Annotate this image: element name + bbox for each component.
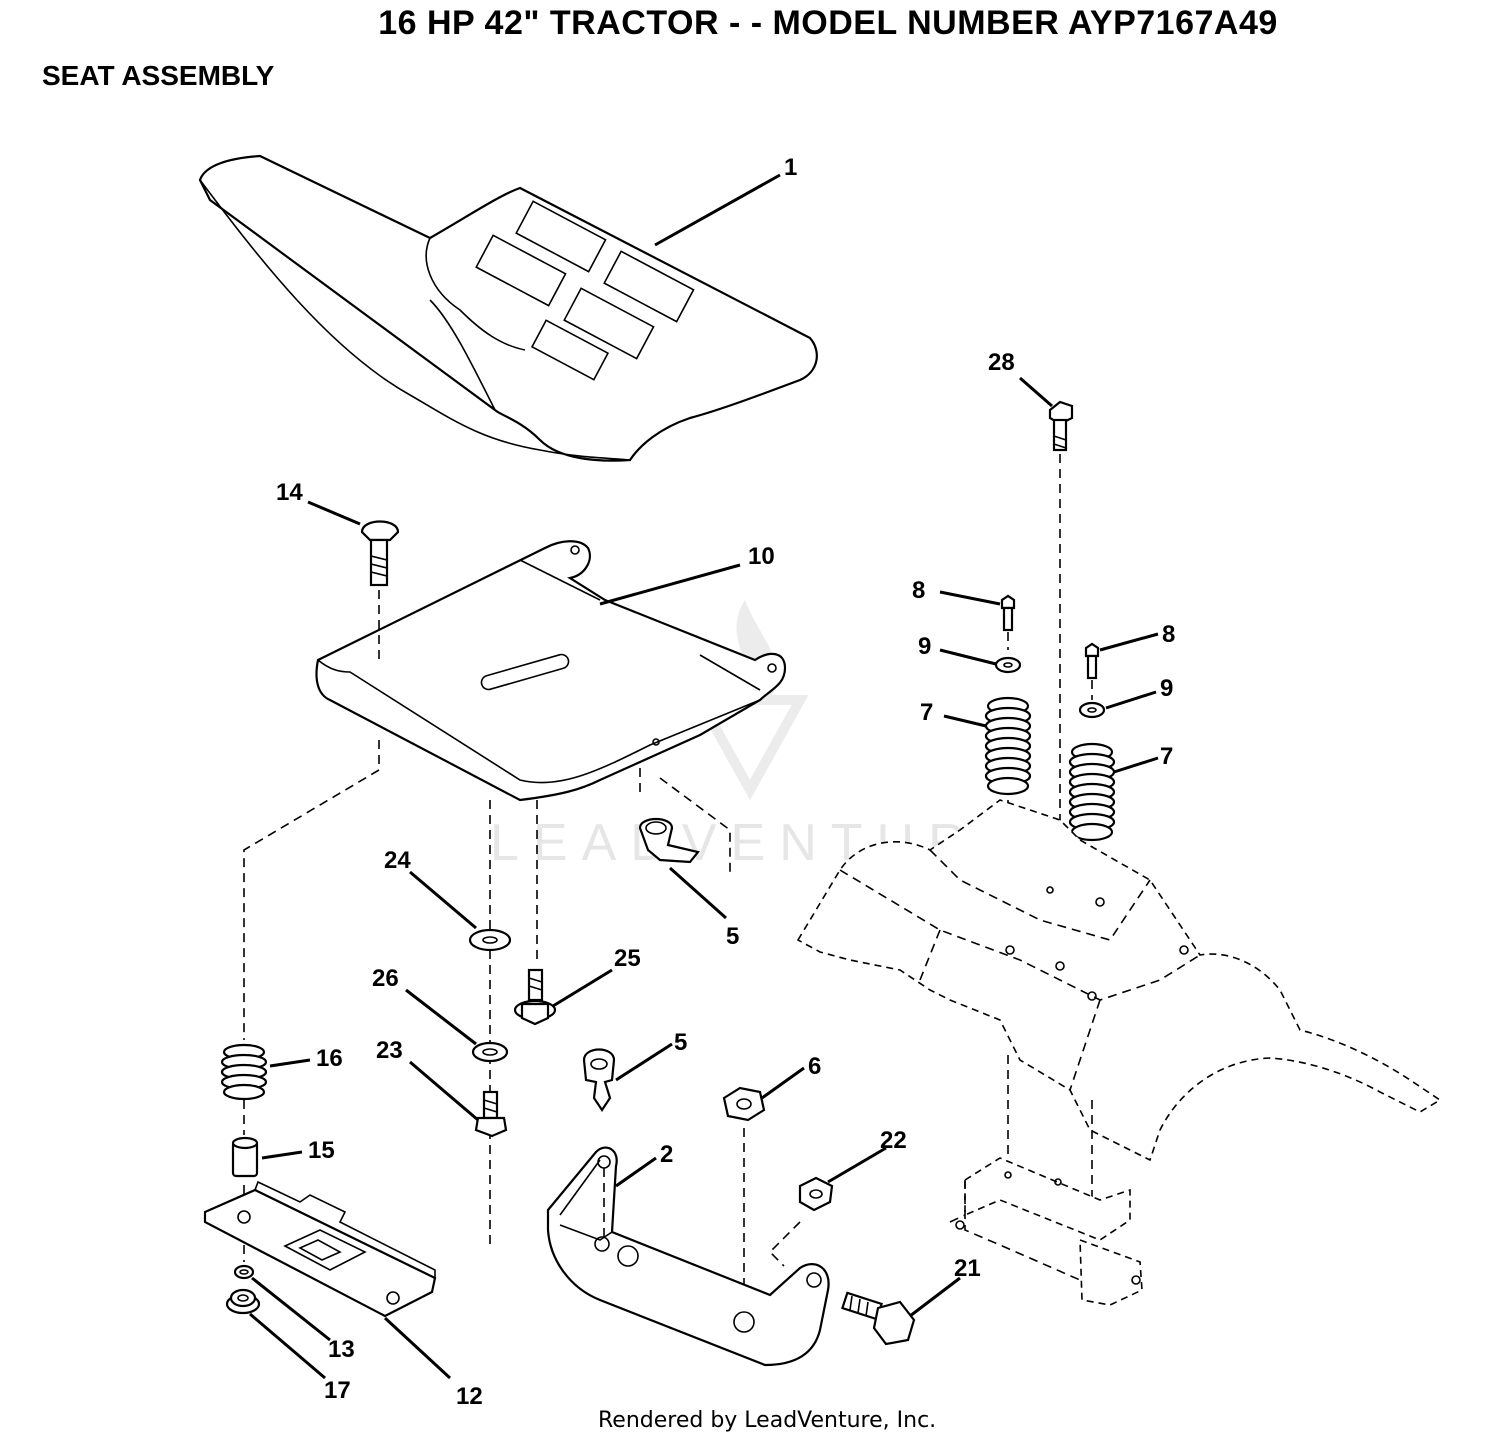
callout-10: 10 bbox=[748, 543, 775, 570]
washer-9-left-part bbox=[994, 656, 1022, 674]
hex-nut-6-part bbox=[722, 1086, 766, 1122]
callout-6: 6 bbox=[808, 1053, 821, 1080]
clip-5-upper-part bbox=[638, 817, 700, 864]
leader-8-right bbox=[1099, 632, 1159, 652]
section-title: SEAT ASSEMBLY bbox=[42, 60, 275, 91]
callout-16: 16 bbox=[316, 1045, 343, 1072]
leader-21 bbox=[909, 1276, 961, 1318]
leader-10 bbox=[599, 563, 741, 606]
leader-16 bbox=[269, 1058, 311, 1068]
spacer-part bbox=[231, 1136, 259, 1178]
carriage-bolt-part bbox=[360, 520, 400, 587]
callout-15: 15 bbox=[308, 1137, 335, 1164]
leader-23 bbox=[409, 1060, 479, 1122]
leader-15 bbox=[261, 1150, 303, 1160]
leader-1 bbox=[654, 173, 781, 247]
callout-9-right: 9 bbox=[1160, 675, 1173, 702]
leader-25 bbox=[552, 968, 613, 1008]
callout-21: 21 bbox=[954, 1255, 981, 1282]
spring-7-right-part bbox=[1068, 742, 1116, 842]
leader-9-right bbox=[1105, 690, 1157, 710]
small-nut-part bbox=[233, 1264, 255, 1280]
hex-nut-22-part bbox=[798, 1176, 834, 1212]
callout-13: 13 bbox=[328, 1336, 355, 1363]
callout-17: 17 bbox=[324, 1377, 351, 1404]
flange-bolt-part bbox=[513, 968, 557, 1026]
bolt-8-right-part bbox=[1084, 642, 1100, 680]
fender-reference-outline bbox=[796, 799, 1442, 1162]
leader-8-left bbox=[939, 590, 1001, 606]
leader-13 bbox=[251, 1276, 331, 1342]
washer-9-right-part bbox=[1078, 701, 1106, 719]
leader-12 bbox=[383, 1316, 452, 1380]
leader-7-right bbox=[1113, 756, 1159, 774]
bolt-28-part bbox=[1048, 400, 1074, 452]
leader-7-left bbox=[943, 714, 987, 728]
leader-24 bbox=[409, 870, 477, 930]
small-spring-part bbox=[220, 1043, 268, 1101]
callout-12: 12 bbox=[456, 1383, 483, 1410]
bolt-23-part bbox=[474, 1090, 508, 1138]
callout-24: 24 bbox=[384, 847, 411, 874]
callout-28: 28 bbox=[988, 349, 1015, 376]
callout-7-left: 7 bbox=[920, 699, 933, 726]
leader-2 bbox=[615, 1156, 657, 1188]
leader-14 bbox=[307, 500, 361, 526]
leader-5-lower bbox=[615, 1042, 673, 1082]
bolt-8-left-part bbox=[1000, 594, 1016, 632]
lock-washer-part bbox=[471, 1041, 509, 1063]
washer-24-part bbox=[468, 928, 512, 952]
callout-5-lower: 5 bbox=[674, 1029, 687, 1056]
footer-credit: Rendered by LeadVenture, Inc. bbox=[598, 1408, 937, 1433]
leader-6 bbox=[761, 1066, 805, 1100]
seat-pan-part bbox=[315, 540, 787, 802]
callout-14: 14 bbox=[276, 479, 303, 506]
callout-26: 26 bbox=[372, 965, 399, 992]
connector-dash bbox=[768, 1221, 801, 1267]
page-title: 16 HP 42" TRACTOR - - MODEL NUMBER AYP71… bbox=[378, 4, 1278, 42]
spring-7-left-part bbox=[984, 696, 1032, 796]
callout-8-left: 8 bbox=[912, 577, 925, 604]
clip-5-lower-part bbox=[582, 1048, 616, 1112]
callout-8-right: 8 bbox=[1162, 621, 1175, 648]
leader-5-upper bbox=[669, 866, 727, 920]
callout-2: 2 bbox=[660, 1141, 673, 1168]
leader-22 bbox=[827, 1146, 887, 1184]
shoulder-bolt-part bbox=[841, 1291, 916, 1346]
leader-17 bbox=[249, 1312, 326, 1380]
callout-9-left: 9 bbox=[918, 633, 931, 660]
callout-25: 25 bbox=[614, 945, 641, 972]
seat-part bbox=[198, 154, 818, 462]
leader-9-left bbox=[939, 648, 997, 666]
leader-26 bbox=[405, 988, 477, 1046]
seat-mount-reference-outline bbox=[949, 1055, 1143, 1306]
seat-bracket-part bbox=[546, 1146, 830, 1367]
callout-1: 1 bbox=[784, 154, 797, 181]
callout-7-right: 7 bbox=[1160, 743, 1173, 770]
callout-5-upper: 5 bbox=[726, 923, 739, 950]
flange-nut-part bbox=[225, 1288, 261, 1315]
leader-28 bbox=[1019, 376, 1053, 408]
callout-22: 22 bbox=[880, 1127, 907, 1154]
connector-dash bbox=[639, 768, 731, 876]
callout-23: 23 bbox=[376, 1037, 403, 1064]
seat-bracket-plate-part bbox=[203, 1180, 437, 1318]
